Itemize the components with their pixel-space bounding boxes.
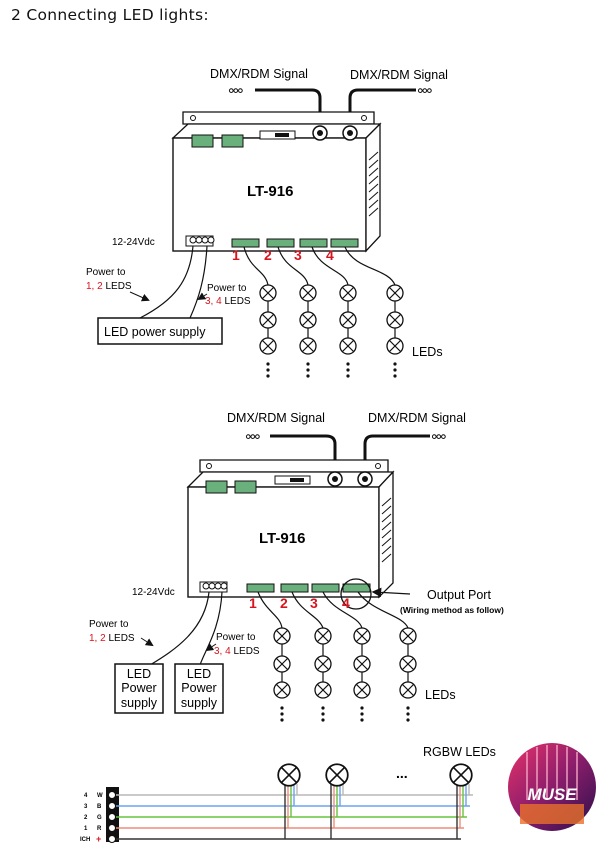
led-drops	[284, 784, 470, 839]
power-supply-label: LED power supply	[104, 325, 206, 339]
dmx-signal-out-label: DMX/RDM Signal	[350, 68, 448, 82]
pin-prefix: 4	[84, 793, 88, 799]
cable-ellipsis: •••	[246, 429, 260, 444]
power-supply-line: supply	[181, 696, 218, 710]
controller-box: LT-916	[186, 459, 395, 610]
pin-prefix: 3	[84, 804, 88, 810]
pin-prefix: ICH	[80, 837, 90, 843]
voltage-label: 12-24Vdc	[112, 237, 155, 248]
voltage-label: 12-24Vdc	[132, 587, 175, 598]
power-12-text: 1, 2 LEDS	[89, 633, 135, 644]
channel-1-label: 1	[249, 595, 257, 611]
leds-label: LEDs	[425, 688, 456, 702]
pin-label-w: W	[97, 793, 103, 799]
logo-text: MUSE	[527, 785, 577, 804]
signal-cables: ••• •••	[246, 429, 447, 474]
power-34-text: 3, 4 LEDS	[214, 646, 260, 657]
pin-prefix: 2	[84, 815, 88, 821]
power-to-label: Power to	[207, 283, 247, 294]
wiring-note: (Wiring method as follow)	[400, 605, 504, 615]
channel-3-label: 3	[310, 595, 318, 611]
model-name: LT-916	[259, 530, 305, 547]
power-supply-line: Power	[181, 681, 216, 695]
signal-cables: ••• •••	[229, 83, 433, 128]
dmx-signal-out-label: DMX/RDM Signal	[368, 411, 466, 425]
power-supply-line: LED	[187, 667, 211, 681]
rgbw-wiring: RGBW LEDs ... 4 3 2 1 ICH W B G R +	[80, 745, 496, 844]
channel-2-label: 2	[264, 247, 272, 263]
cable-ellipsis: •••	[229, 83, 243, 98]
power-wires	[149, 591, 223, 666]
diagram-2: DMX/RDM Signal DMX/RDM Signal ••• •••	[89, 411, 504, 722]
led-wires	[243, 246, 396, 338]
power-34-text: 3, 4 LEDS	[205, 296, 251, 307]
channel-4-label: 4	[326, 247, 334, 263]
power-supply-line: LED	[127, 667, 151, 681]
led-lamps	[259, 284, 404, 378]
power-to-label: Power to	[89, 619, 129, 630]
led-ellipsis: ...	[396, 765, 408, 781]
pin-label-b: B	[97, 804, 102, 810]
channel-2-label: 2	[280, 595, 288, 611]
power-to-label: Power to	[86, 267, 126, 278]
power-supply-box: LED Power supply	[114, 663, 164, 714]
channel-1-label: 1	[232, 247, 240, 263]
section-heading: 2 Connecting LED lights:	[11, 6, 209, 24]
power-12-text: 1, 2 LEDS	[86, 281, 132, 292]
channel-4-label: 4	[342, 595, 350, 611]
diagram-1: DMX/RDM Signal DMX/RDM Signal ••• •••	[86, 67, 448, 378]
model-name: LT-916	[247, 183, 293, 200]
power-to-label: Power to	[216, 632, 256, 643]
dmx-signal-in-label: DMX/RDM Signal	[227, 411, 325, 425]
power-supply-line: supply	[121, 696, 158, 710]
output-port-highlight	[340, 578, 372, 610]
pin-label-g: G	[97, 815, 102, 821]
led-lamps	[273, 627, 417, 722]
channel-3-label: 3	[294, 247, 302, 263]
pin-prefix: 1	[84, 826, 88, 832]
power-wires	[139, 245, 208, 319]
led-wires	[257, 591, 409, 682]
power-supply-line: Power	[121, 681, 156, 695]
dmx-signal-in-label: DMX/RDM Signal	[210, 67, 308, 81]
power-supply-box	[97, 317, 223, 345]
pin-label-plus: +	[96, 834, 101, 844]
brand-logo: MUSE	[508, 743, 596, 831]
rgbw-leds-label: RGBW LEDs	[423, 745, 496, 759]
rgbw-led-lamps	[277, 763, 473, 787]
pin-label-r: R	[97, 826, 102, 832]
output-port-label: Output Port	[427, 588, 491, 602]
leds-label: LEDs	[412, 345, 443, 359]
power-supply-box: LED Power supply	[174, 663, 224, 714]
cable-ellipsis: •••	[432, 429, 446, 444]
controller-box: LT-916	[171, 111, 382, 253]
cable-ellipsis: •••	[418, 83, 432, 98]
